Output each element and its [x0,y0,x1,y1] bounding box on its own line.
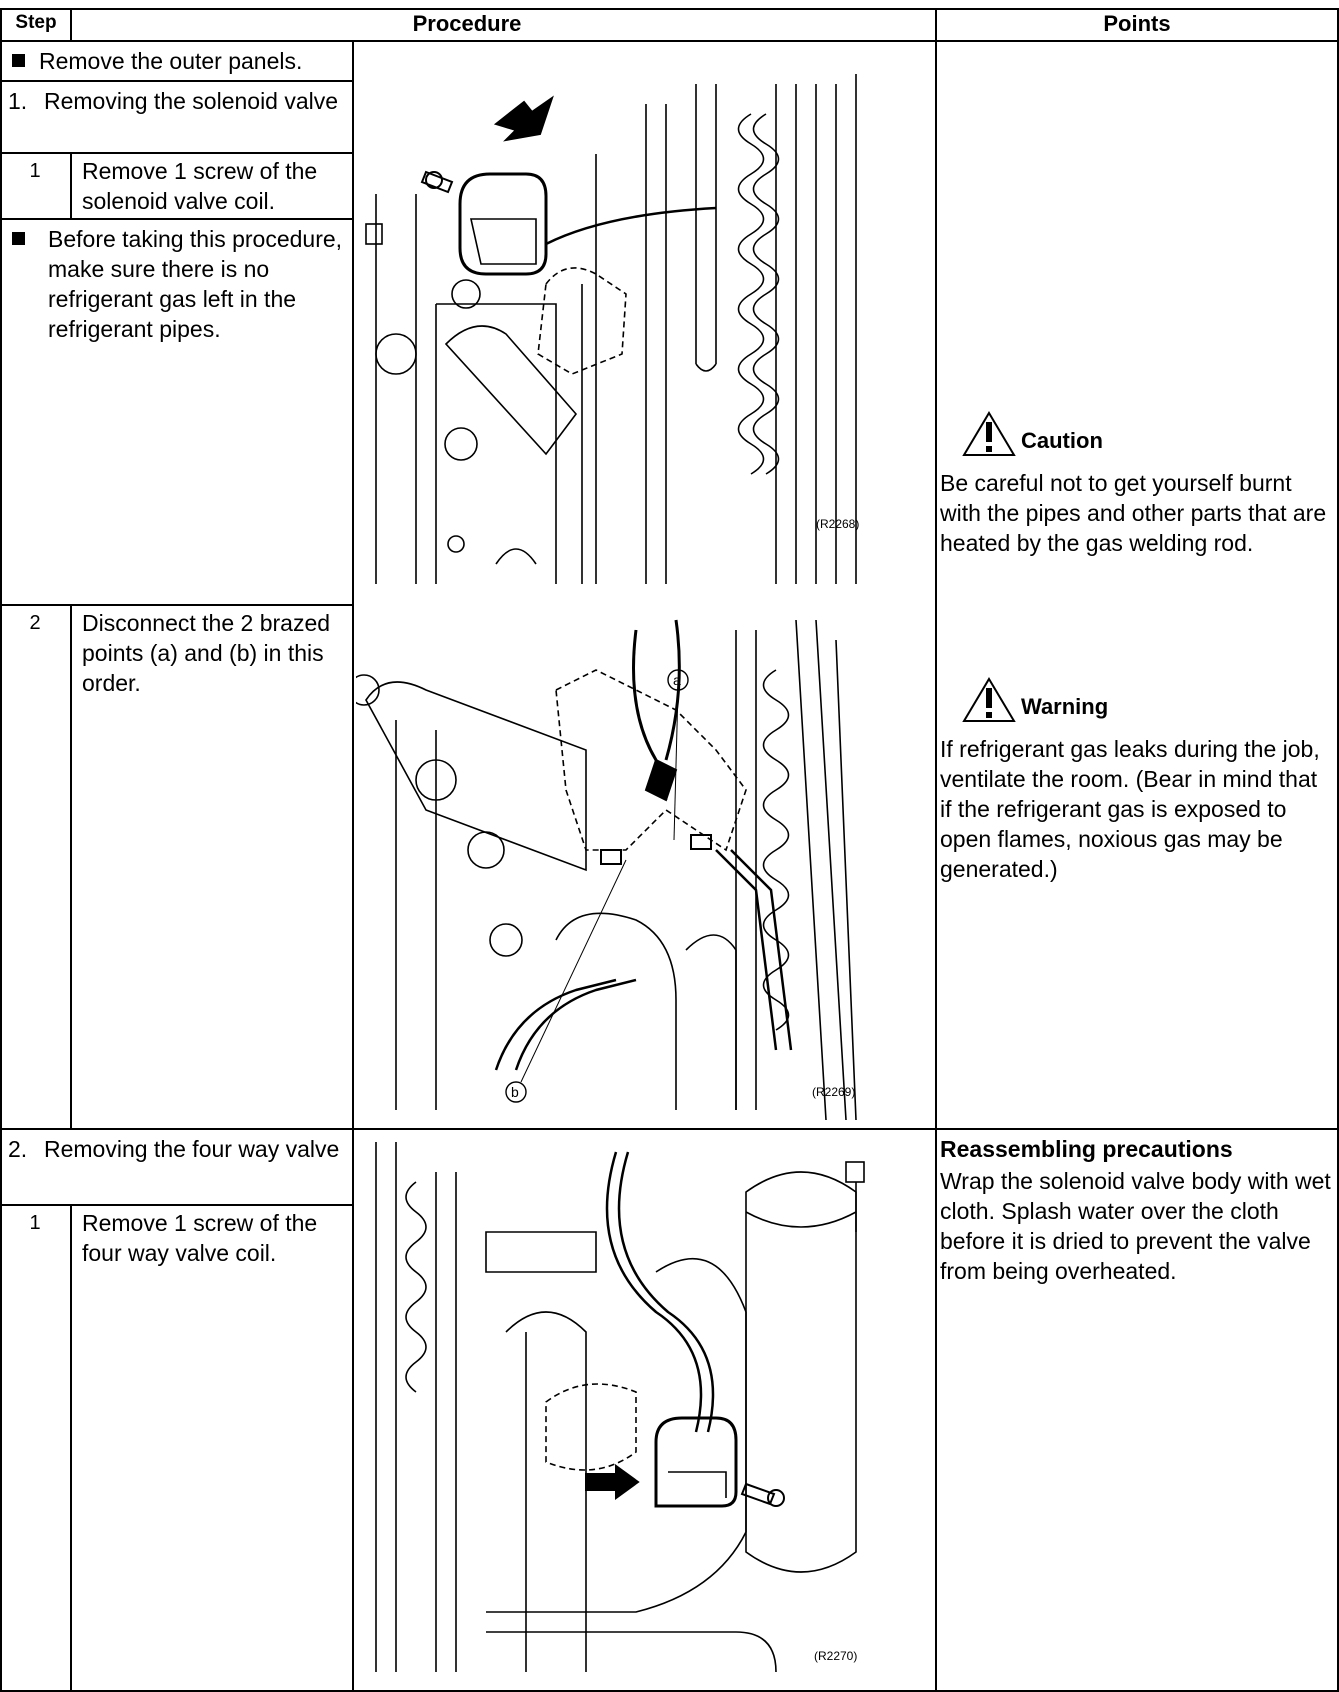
left-border [0,8,2,1692]
s1-step2-number: 2 [29,612,41,634]
s2-step1-number: 1 [29,1212,41,1234]
row-divider [0,152,352,154]
caution-text: Be careful not to get yourself burnt wit… [940,470,1327,556]
section-2-title: Removing the four way valve [44,1136,340,1162]
label-b: b [511,1084,519,1100]
figure-code: (R2268) [816,517,859,531]
step-col-border [70,8,72,41]
points-col-border [935,8,937,1692]
label-b-circle [505,1081,527,1103]
removal-arrow [585,1464,640,1500]
section-1-number: 1. [8,88,28,114]
header-step: Step [15,12,57,33]
warning-title: Warning [1021,694,1109,719]
figure-code: (R2269) [812,1085,855,1099]
outer-panels-row: Remove the outer panels. [12,46,348,76]
accumulator [745,1171,857,1573]
row-divider [0,1204,352,1206]
removal-arrow [493,95,554,142]
before-note-text: Before taking this procedure, make sure … [48,226,343,342]
caution-title: Caution [1021,428,1103,453]
substep-border [70,152,72,219]
table-bottom-border [0,1690,1339,1692]
table-top-border [0,8,1339,10]
solenoid-coil [458,172,548,276]
before-note-bullet [12,224,42,254]
coil-pipes [737,74,857,584]
header-bottom-border [0,40,1339,42]
figure-solenoid-coil-removal: (R2268) [356,44,933,604]
section-1-title: Removing the solenoid valve [44,88,339,114]
warning-triangle-icon [962,677,1016,722]
warning-text: If refrigerant gas leaks during the job,… [940,736,1320,882]
warning-triangle-icon [962,411,1016,456]
figure-brazed-points: a b (R2269) [356,610,933,1126]
square-bullet-icon [12,232,25,245]
s1-step2-text: Disconnect the 2 brazed points (a) and (… [82,610,331,696]
figure-code: (R2270) [814,1649,857,1663]
header-points: Points [1103,11,1171,36]
row-divider [0,604,352,606]
s1-step1-number: 1 [29,160,41,182]
screw [420,170,454,194]
figure-four-way-valve: (R2270) [356,1132,933,1688]
s1-step1-text: Remove 1 screw of the solenoid valve coi… [82,158,318,214]
label-a: a [673,672,681,688]
s2-step1-text: Remove 1 screw of the four way valve coi… [82,1210,318,1266]
right-border [1337,8,1339,1692]
section-2-number: 2. [8,1136,28,1162]
four-way-valve-coil [654,1416,738,1508]
substep-border [70,1204,72,1692]
section-divider [0,1128,1339,1130]
reassembling-title: Reassembling precautions [940,1136,1233,1162]
substep-border [70,604,72,1128]
square-bullet-icon [12,54,25,67]
header-procedure: Procedure [412,11,522,36]
procedure-text-border [352,40,354,1692]
row-divider [0,218,352,220]
reassembling-text: Wrap the solenoid valve body with wet cl… [940,1168,1331,1284]
row-divider [0,80,352,82]
